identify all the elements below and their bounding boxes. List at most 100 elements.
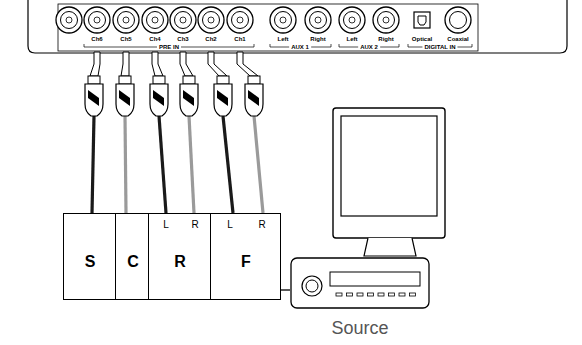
button (336, 293, 342, 296)
plug-tip (180, 52, 193, 76)
plug-body (214, 84, 232, 116)
jack-inner (275, 12, 292, 29)
source-label: Source (331, 319, 388, 337)
plug-collar (217, 76, 229, 84)
monitor-screen (341, 116, 437, 216)
jack-pin (349, 17, 355, 23)
jack-pin (280, 17, 286, 23)
coaxial-ring (445, 7, 471, 33)
plug-tip (152, 52, 163, 76)
group-label: DIGITAL IN (422, 44, 457, 50)
jack-inner (61, 12, 78, 29)
jack-inner (175, 12, 192, 29)
channel-letter: L (163, 220, 169, 230)
channel-letter: L (227, 220, 233, 230)
plug-body (180, 84, 198, 116)
port-label: Optical (412, 36, 432, 42)
channel-letter: R (258, 220, 265, 230)
port-label: Ch6 (91, 36, 102, 42)
speaker-channel-box: C (115, 213, 149, 300)
cable (254, 116, 263, 213)
volume-knob (302, 276, 322, 296)
jack-ring (373, 7, 399, 33)
plug-logo (217, 90, 228, 106)
jack-pin (180, 17, 186, 23)
channel-letter: R (174, 254, 186, 270)
group-label: PRE IN (157, 44, 181, 50)
plug-logo (183, 90, 194, 106)
speaker-channel-box: LRF (210, 213, 281, 300)
button (357, 293, 363, 296)
monitor-stand (364, 238, 416, 256)
button (378, 293, 384, 296)
jack-ring (270, 7, 296, 33)
plug-body (245, 84, 263, 116)
channel-letter: C (127, 254, 139, 270)
plug-collar (153, 76, 165, 84)
button (389, 293, 395, 296)
jack-pin (94, 17, 100, 23)
panel-housing (28, 0, 567, 53)
jack-pin (152, 17, 158, 23)
plug-collar (119, 76, 131, 84)
jack-inner (232, 12, 249, 29)
jack-pin (315, 17, 321, 23)
jack-pin (123, 17, 129, 23)
panel-strip (58, 4, 478, 51)
cable (125, 116, 126, 213)
port-label: Coaxial (447, 36, 468, 42)
port-label: Ch3 (177, 36, 188, 42)
rca-jacks (56, 7, 471, 33)
port-label: Right (378, 36, 393, 42)
jack-ring (113, 7, 139, 33)
jack-inner (203, 12, 220, 29)
plug-logo (248, 90, 259, 106)
jack-ring (198, 7, 224, 33)
jack-ring (84, 7, 110, 33)
display (330, 272, 420, 286)
jack-inner (344, 12, 361, 29)
plug-collar (183, 76, 195, 84)
plug-logo (119, 90, 130, 106)
jack-ring (227, 7, 253, 33)
jack-ring (305, 7, 331, 33)
jack-ring (142, 7, 168, 33)
plug-body (85, 84, 103, 116)
plug-tip (90, 52, 100, 76)
speaker-channel-box: LRR (148, 213, 211, 300)
plug-tip (121, 52, 129, 76)
port-label: Ch4 (149, 36, 160, 42)
port-label: Left (347, 36, 358, 42)
port-label: Ch1 (234, 36, 245, 42)
connector-wire (281, 289, 290, 290)
plug-body (150, 84, 168, 116)
cable (189, 116, 194, 213)
head-unit-body (291, 258, 429, 308)
group-brackets (84, 44, 472, 47)
plug-body (116, 84, 134, 116)
volume-knob-inner (306, 280, 318, 292)
jack-pin (237, 17, 243, 23)
plug-logo (88, 90, 99, 106)
jack-inner (89, 12, 106, 29)
source-unit: Source (290, 256, 430, 342)
group-label: AUX 2 (358, 44, 380, 50)
coaxial-inner (450, 12, 467, 29)
plug-tip (208, 52, 227, 76)
cable (92, 116, 94, 213)
jack-pin (66, 17, 72, 23)
button (368, 293, 374, 296)
port-label: Ch2 (205, 36, 216, 42)
jack-inner (378, 12, 395, 29)
port-label: Left (278, 36, 289, 42)
head-unit (290, 256, 430, 310)
cable (159, 116, 166, 213)
plug-tip (237, 52, 258, 76)
jack-inner (147, 12, 164, 29)
plug-collar (88, 76, 100, 84)
channel-letter: S (85, 254, 96, 270)
button (410, 293, 416, 296)
monitor-frame (333, 108, 445, 238)
button (399, 293, 405, 296)
button (347, 293, 353, 296)
